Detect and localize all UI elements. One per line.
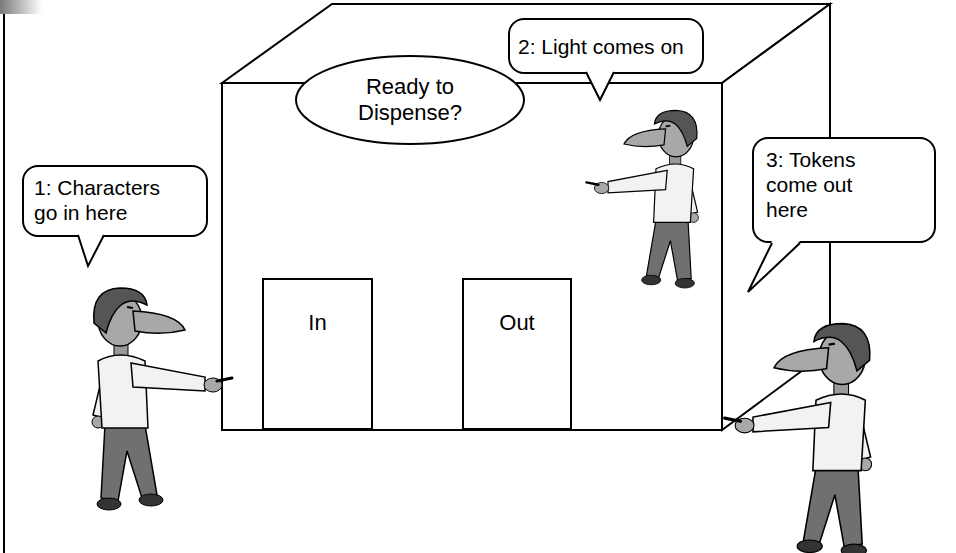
bubble-tail (586, 72, 614, 100)
pointing-man (725, 324, 872, 553)
speech-bubble: 3: Tokens come out here (752, 137, 936, 243)
speech-text: 3: Tokens come out here (766, 147, 876, 223)
speech-text: 2: Light comes on (518, 34, 694, 59)
frame-line (3, 14, 5, 553)
bubble-tail-fill (586, 70, 614, 100)
bubble-tail (78, 235, 104, 266)
bubble-tail-fill (78, 233, 104, 266)
pointing-man (92, 288, 232, 510)
ellipse-shape (296, 56, 524, 144)
input-slot: In (262, 278, 373, 430)
bubble-tail-fill (748, 241, 800, 292)
node-label: In (268, 310, 367, 336)
status-light: Ready to Dispense? (295, 55, 525, 145)
speech-bubble: 1: Characters go in here (22, 165, 208, 237)
speech-text: 1: Characters go in here (34, 175, 184, 225)
corner-bar (0, 0, 42, 14)
node-label: Out (468, 310, 566, 336)
pointing-man (586, 110, 698, 288)
node-label: Ready to Dispense? (351, 74, 469, 127)
output-slot: Out (462, 278, 572, 430)
speech-bubble: 2: Light comes on (508, 18, 704, 74)
bubble-tail (748, 243, 800, 292)
